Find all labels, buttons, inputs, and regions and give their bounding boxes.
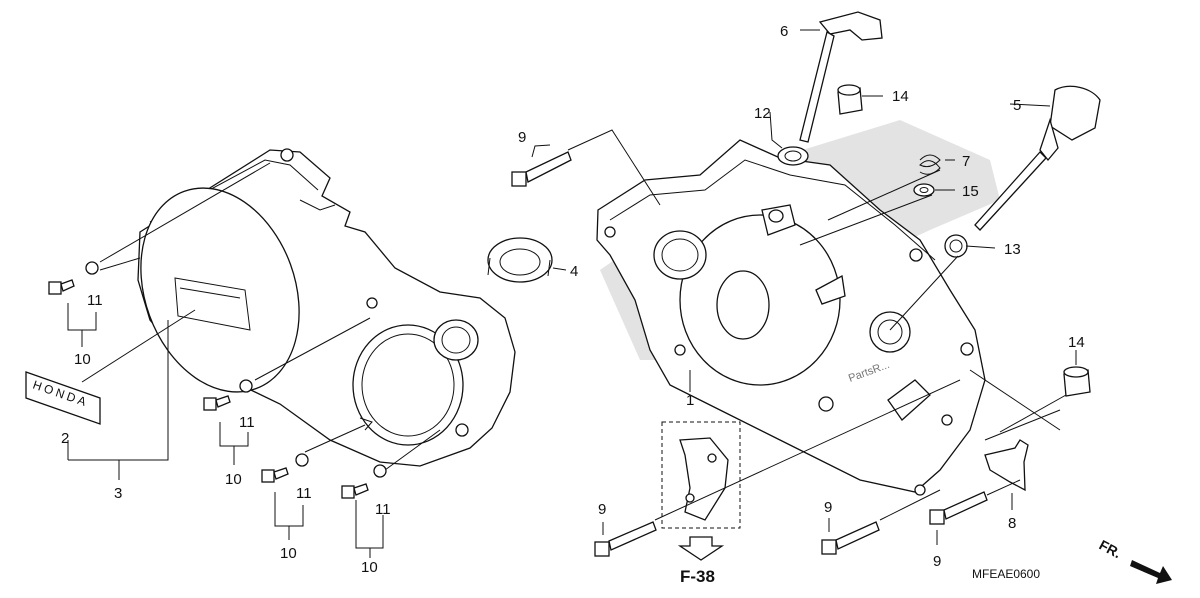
callout-10c: 10 xyxy=(280,545,297,562)
callout-11a: 11 xyxy=(87,292,103,309)
left-leader-lines xyxy=(67,162,501,558)
callout-4: 4 xyxy=(570,263,578,280)
bolt-10b xyxy=(203,395,231,411)
diagram-code: MFEAE0600 xyxy=(972,567,1040,581)
bolt-9-bottom-mid xyxy=(821,521,880,555)
bolt-10d xyxy=(341,483,369,499)
front-arrow-icon xyxy=(1130,560,1172,584)
washer-11a xyxy=(85,261,99,275)
callout-14-right: 14 xyxy=(1068,334,1085,351)
dipstick-tube xyxy=(777,11,883,166)
callout-10a: 10 xyxy=(74,351,91,368)
callout-3: 3 xyxy=(114,485,122,502)
left-crankcase-cover-inner: PartsR... xyxy=(596,120,1000,496)
section-reference: F-38 xyxy=(680,567,715,586)
washer-11b xyxy=(239,379,253,393)
callout-9-bottom-left: 9 xyxy=(598,501,606,518)
clamp-8 xyxy=(984,439,1029,492)
collar-14-right xyxy=(1063,366,1091,397)
left-crankcase-cover-outer xyxy=(137,148,516,467)
callout-15: 15 xyxy=(962,183,979,200)
bolt-9-top xyxy=(511,151,572,187)
callout-6: 6 xyxy=(780,23,788,40)
callout-13: 13 xyxy=(1004,241,1021,258)
left-bolts xyxy=(48,261,387,499)
washer-11d xyxy=(373,464,387,478)
right-leader-lines xyxy=(531,29,1077,545)
bracket-reference xyxy=(661,421,741,561)
callout-12: 12 xyxy=(754,105,771,122)
callout-9-bottom-right: 9 xyxy=(933,553,941,570)
bolt-10c xyxy=(261,467,289,483)
honda-emblem: HONDA xyxy=(25,371,101,425)
callout-8: 8 xyxy=(1008,515,1016,532)
front-direction-indicator: FR. xyxy=(1097,537,1172,584)
right-bolts xyxy=(511,151,988,557)
front-direction-label: FR. xyxy=(1097,537,1124,562)
washer-11c xyxy=(295,453,309,467)
bolt-9-bottom-right xyxy=(929,491,988,525)
callout-7: 7 xyxy=(962,153,970,170)
callout-10d: 10 xyxy=(361,559,378,576)
callout-10b: 10 xyxy=(225,471,242,488)
callout-2: 2 xyxy=(61,430,69,447)
callout-5: 5 xyxy=(1013,97,1021,114)
callout-14-top: 14 xyxy=(892,88,909,105)
oil-seal xyxy=(487,237,567,283)
callout-9-top: 9 xyxy=(518,129,526,146)
callout-11b: 11 xyxy=(239,414,255,431)
bolt-9-bottom-left xyxy=(594,521,657,557)
dipstick xyxy=(974,85,1101,231)
callout-9-bottom-mid: 9 xyxy=(824,499,832,516)
washer-15 xyxy=(913,183,935,197)
o-ring-13 xyxy=(944,234,968,258)
callout-1: 1 xyxy=(686,392,694,409)
bolt-10a xyxy=(48,279,75,295)
callout-11d: 11 xyxy=(375,501,391,518)
callout-labels: 1 2 3 4 5 6 7 8 9 9 9 9 10 10 10 10 11 1… xyxy=(61,23,1085,576)
collar-14-top xyxy=(837,84,863,115)
callout-11c: 11 xyxy=(296,485,312,502)
